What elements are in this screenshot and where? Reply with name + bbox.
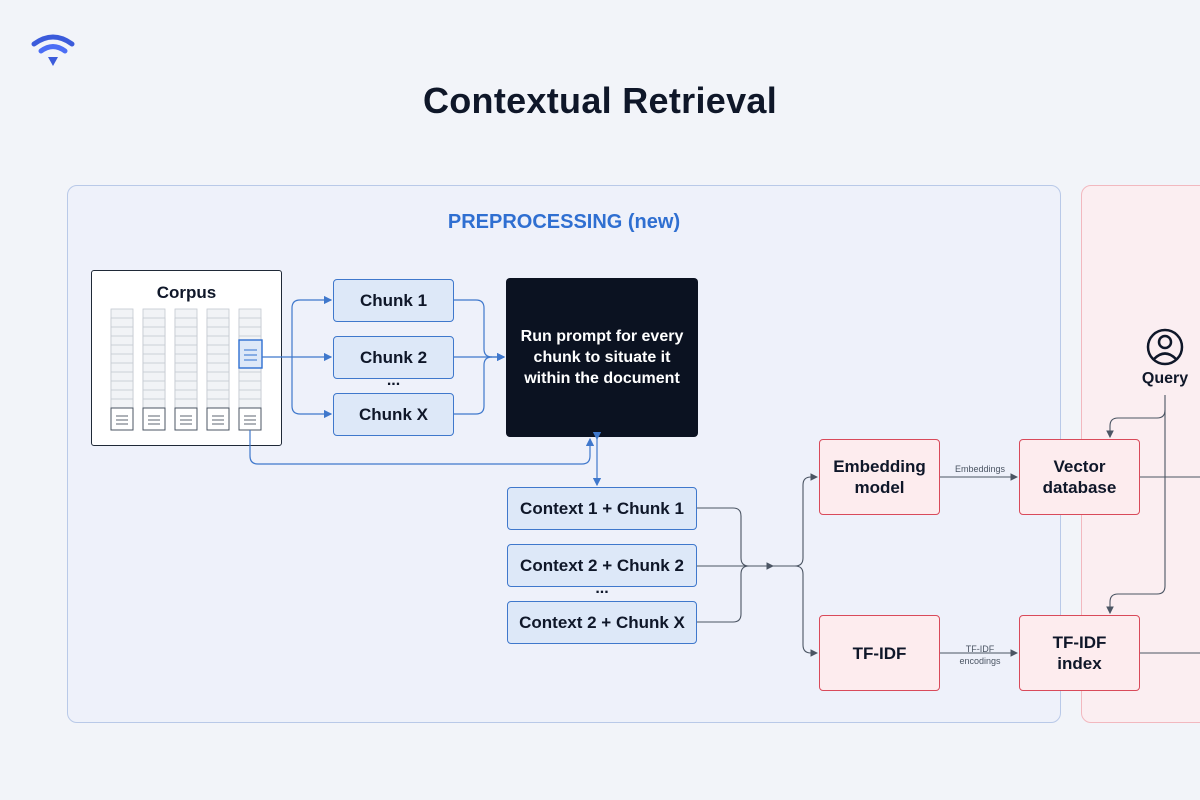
prompt-box: Run prompt for every chunk to situate it… — [506, 278, 698, 437]
vector-database-box: Vector database — [1019, 439, 1140, 515]
selected-document-icon — [238, 339, 263, 369]
document-icon — [142, 407, 166, 431]
corpus-label: Corpus — [156, 283, 217, 302]
context-2-box: Context 2 + Chunk 2 — [507, 544, 697, 587]
embedding-model-box: Embedding model — [819, 439, 940, 515]
tfidf-box: TF-IDF — [819, 615, 940, 691]
preprocessing-title: PREPROCESSING (new) — [447, 211, 681, 233]
chunk-x-box: Chunk X — [333, 393, 454, 436]
query-label: Query — [1141, 370, 1189, 387]
context-1-box: Context 1 + Chunk 1 — [507, 487, 697, 530]
contexts-ellipsis: ... — [595, 580, 609, 597]
tfidf-index-box: TF-IDF index — [1019, 615, 1140, 691]
chunks-ellipsis: ... — [386, 372, 401, 389]
embeddings-edge-label: Embeddings — [954, 464, 1006, 474]
tfidf-encodings-edge-label: TF-IDF encodings — [959, 644, 1001, 666]
chunk-1-box: Chunk 1 — [333, 279, 454, 322]
document-icon — [206, 407, 230, 431]
document-icon — [174, 407, 198, 431]
brand-logo-icon — [31, 34, 75, 66]
chunk-2-box: Chunk 2 — [333, 336, 454, 379]
page-title: Contextual Retrieval — [422, 80, 778, 121]
context-x-box: Context 2 + Chunk X — [507, 601, 697, 644]
document-icon — [110, 407, 134, 431]
